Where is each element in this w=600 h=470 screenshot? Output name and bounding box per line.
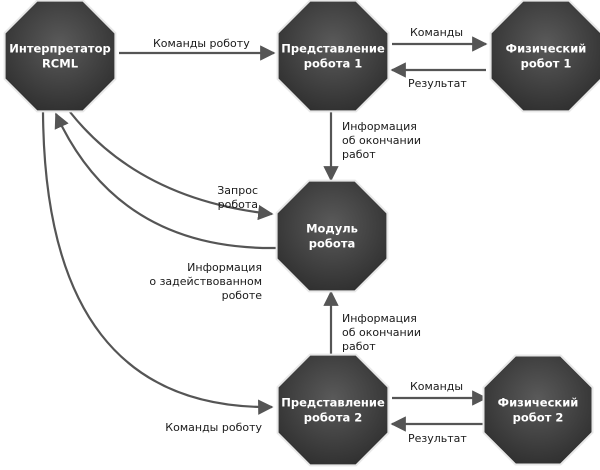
edge-label-line: Информация xyxy=(342,312,417,325)
node-repr1-line: робота 1 xyxy=(304,57,363,71)
label-cmd-to-robot-2: Команды роботу xyxy=(165,421,262,434)
node-phys2-line: Физический xyxy=(498,396,579,410)
edge-label-line: работ xyxy=(342,340,376,353)
edge-label-line: Запрос xyxy=(217,184,258,197)
edge-label-line: робота xyxy=(218,198,258,211)
edge-label-line: Результат xyxy=(408,77,467,90)
node-module-shape xyxy=(275,179,389,293)
node-phys1-line: Физический xyxy=(506,42,587,56)
label-result-1: Результат xyxy=(408,77,467,90)
arrow-module-to-interpreter xyxy=(54,112,277,250)
node-repr2-line: робота 2 xyxy=(304,411,363,425)
edge-label-line: Команды роботу xyxy=(153,37,250,50)
node-phys1-shape xyxy=(489,0,600,113)
edge-label-line: Команды роботу xyxy=(165,421,262,434)
edge-label-line: роботе xyxy=(222,289,263,302)
arrow-interpreter-to-repr2 xyxy=(41,111,274,415)
edge-label-line: Информация xyxy=(342,120,417,133)
node-interpreter-line: Интерпретатор xyxy=(9,42,110,56)
node-phys1-line: робот 1 xyxy=(521,57,572,71)
edges xyxy=(41,36,488,432)
node-interpreter-line: RCML xyxy=(42,57,79,71)
node-repr2-line: Представление xyxy=(281,396,385,410)
edge-label-line: Результат xyxy=(408,432,467,445)
edge-label-line: Информация xyxy=(187,261,262,274)
label-result-2: Результат xyxy=(408,432,467,445)
edge-label-line: об окончании xyxy=(342,326,421,339)
edge-label-line: работ xyxy=(342,148,376,161)
label-cmd-2: Команды xyxy=(410,380,463,393)
edge-label-line: об окончании xyxy=(342,134,421,147)
label-cmd-1: Команды xyxy=(410,26,463,39)
node-interpreter-shape xyxy=(3,0,117,113)
node-repr1-shape xyxy=(276,0,390,113)
edge-label-line: о задействованном xyxy=(149,275,262,288)
node-repr2-shape xyxy=(276,353,390,467)
node-phys2-line: робот 2 xyxy=(513,411,564,425)
node-module-line: Модуль xyxy=(306,222,358,236)
edge-label-line: Команды xyxy=(410,380,463,393)
arrow-interpreter-to-module xyxy=(69,111,274,221)
node-phys2-shape xyxy=(482,354,594,466)
edge-labels: Команды роботу Команды Результат Информа… xyxy=(149,26,467,445)
label-cmd-to-robot-1: Команды роботу xyxy=(153,37,250,50)
edge-label-line: Команды xyxy=(410,26,463,39)
node-module-line: робота xyxy=(309,237,356,251)
node-repr1-line: Представление xyxy=(281,42,385,56)
